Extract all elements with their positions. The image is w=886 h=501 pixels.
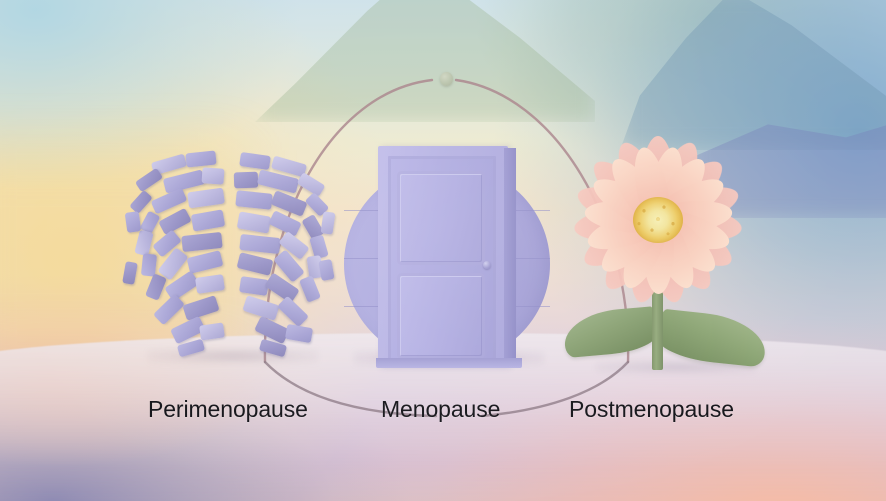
door-panel-upper	[400, 174, 482, 262]
door-threshold	[376, 358, 522, 368]
stage-label-perimenopause: Perimenopause	[148, 396, 308, 422]
stage-label-postmenopause: Postmenopause	[569, 396, 734, 422]
door-icon	[336, 136, 566, 368]
arc-marker-dot	[440, 72, 453, 86]
flower-center-texture	[633, 197, 683, 243]
door-knob-icon	[483, 261, 491, 269]
flower-stem	[652, 282, 663, 370]
fragmented-sphere-icon	[122, 150, 336, 358]
flower-petals	[570, 132, 746, 308]
flower-leaf-left	[562, 305, 660, 359]
stage-label-menopause: Menopause	[381, 396, 501, 422]
door-frame-side	[504, 148, 516, 368]
flower-leaf-right	[653, 308, 769, 368]
door-panel-lower	[400, 276, 482, 356]
flower-icon	[556, 132, 786, 374]
flower-shadow	[596, 360, 756, 374]
